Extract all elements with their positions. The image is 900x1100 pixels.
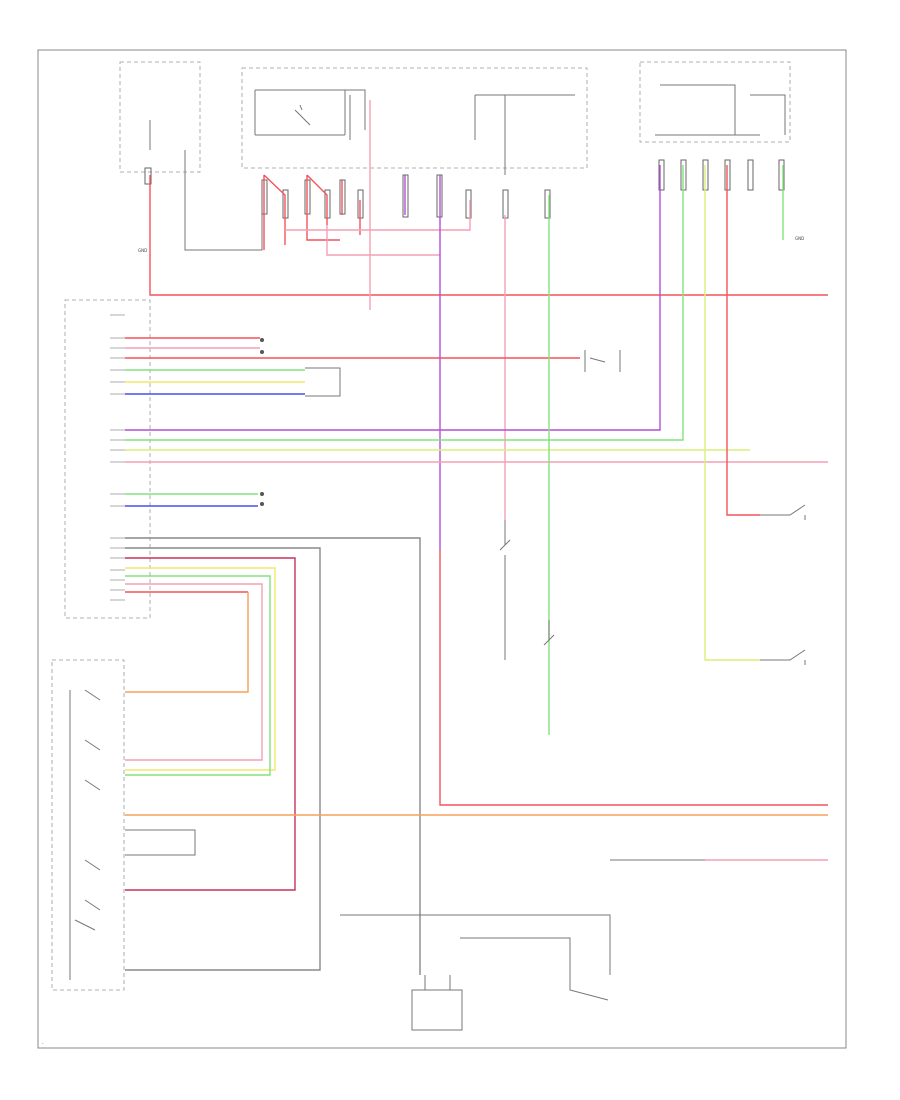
wire-orange-692: [125, 592, 249, 693]
wire-yellowgreen-vertical: [704, 165, 760, 661]
left-connector-block: [64, 299, 151, 619]
internal-lines-right: [655, 84, 786, 136]
internal-lines-mid: [340, 89, 575, 175]
wire-pink-top-loops: [285, 100, 506, 520]
internal-switch-a: [254, 89, 346, 136]
wire-yellow-568: [125, 567, 276, 771]
switch-bracket: [125, 829, 196, 856]
combination-meter-box: [241, 67, 588, 169]
wire-red-purple-bottom: [439, 550, 828, 806]
switch-internals: [69, 689, 101, 980]
wire-green-440: [125, 165, 684, 441]
relay-box-right: [639, 61, 791, 143]
bottom-connector-leads: [424, 975, 451, 990]
wire-magenta-558: [125, 557, 296, 891]
wire-red-main-bus: [149, 175, 828, 296]
connector-dot-d: [260, 502, 264, 506]
connector-dot-c: [260, 492, 264, 496]
wire-pink-584: [125, 583, 263, 761]
switch-right-lower: [760, 649, 806, 665]
connector-dot-a: [260, 338, 264, 342]
switch-right-upper: [760, 504, 806, 520]
diagram-frame: [37, 49, 847, 1049]
wire-green-576: [125, 575, 271, 776]
left-connector-ticks: [110, 314, 125, 601]
connector-dot-b: [260, 350, 264, 354]
wire-red-right-vertical: [726, 165, 760, 516]
relay-box-left: [119, 61, 201, 173]
top-connector-pins: [144, 159, 785, 219]
relay-middle-lower: [543, 620, 555, 646]
wire-gray-538: [125, 537, 421, 975]
relay-middle-upper: [499, 520, 511, 600]
wire-red-top-loops: [263, 174, 361, 250]
generator-symbol: [584, 350, 621, 372]
wire-black-bottom: [340, 914, 611, 1001]
footer-label: -: [42, 1041, 44, 1046]
wire-gray-548: [125, 547, 321, 971]
bottom-connector: [411, 989, 463, 1031]
ground-label-right: GND: [795, 236, 804, 241]
wire-purple-main: [125, 165, 661, 431]
ground-label-left: GND: [138, 248, 147, 253]
bracket-394: [305, 367, 341, 397]
light-control-switch-box: [51, 659, 125, 991]
internal-lines-left: [149, 120, 263, 251]
